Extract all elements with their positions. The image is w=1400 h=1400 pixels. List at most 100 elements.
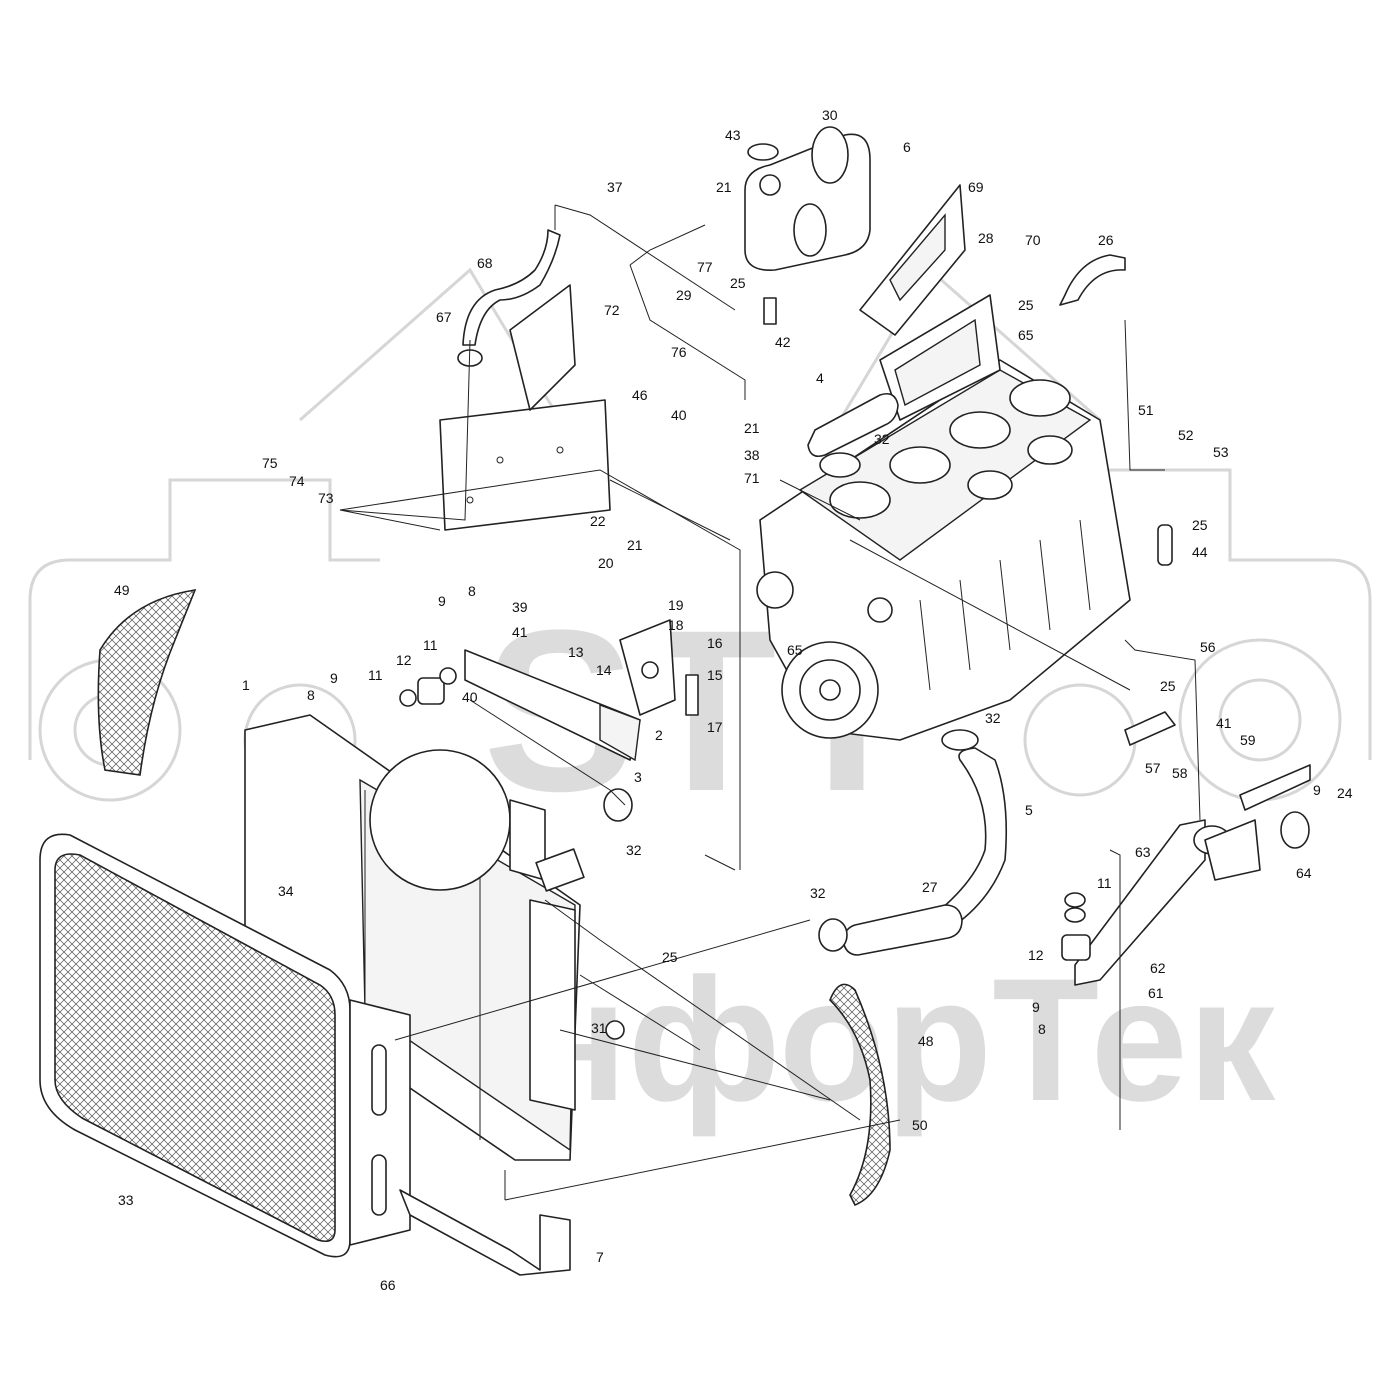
callout-57: 57	[1145, 760, 1161, 776]
callout-18: 18	[668, 617, 684, 633]
bypass-hose-26	[1059, 254, 1126, 306]
tank-outlet-spout	[763, 297, 777, 325]
callout-11: 11	[1097, 875, 1112, 891]
callout-5: 5	[1025, 802, 1033, 818]
engine-block	[756, 359, 1131, 741]
callout-65: 65	[1018, 327, 1034, 343]
callout-66: 66	[380, 1277, 396, 1293]
lower-hose-5	[939, 747, 1008, 926]
callout-7: 7	[596, 1249, 604, 1265]
callout-33: 33	[118, 1192, 134, 1208]
callout-21: 21	[744, 420, 760, 436]
callout-75: 75	[262, 455, 278, 471]
rubber-mount-lower	[1061, 892, 1091, 961]
callout-22: 22	[590, 513, 606, 529]
tank-cap-43	[747, 143, 779, 161]
callout-25: 25	[1192, 517, 1208, 533]
callout-41: 41	[512, 624, 528, 640]
callout-74: 74	[289, 473, 305, 489]
callout-40: 40	[671, 407, 687, 423]
washer-11	[399, 667, 457, 707]
hose-clamps-32	[603, 452, 979, 952]
radiator-fan-shroud	[369, 749, 585, 892]
callout-25: 25	[1018, 297, 1034, 313]
callout-37: 37	[607, 179, 623, 195]
callout-58: 58	[1172, 765, 1188, 781]
watermark-tractor-outline	[28, 267, 1372, 802]
expansion-tank-6	[744, 126, 871, 325]
callout-9: 9	[330, 670, 338, 686]
callout-50: 50	[912, 1117, 928, 1133]
callout-42: 42	[775, 334, 791, 350]
lower-support-bracket-7	[399, 1189, 571, 1276]
baffle-plate-left	[509, 284, 576, 411]
callout-48: 48	[918, 1033, 934, 1049]
callout-32: 32	[626, 842, 642, 858]
callout-40: 40	[462, 689, 478, 705]
callout-52: 52	[1178, 427, 1194, 443]
radiator-top-bracket-3	[464, 649, 641, 762]
callout-62: 62	[1150, 960, 1166, 976]
callout-9: 9	[1032, 999, 1040, 1015]
callout-20: 20	[598, 555, 614, 571]
callout-8: 8	[468, 583, 476, 599]
callout-56: 56	[1200, 639, 1216, 655]
callout-21: 21	[716, 179, 732, 195]
callout-76: 76	[671, 344, 687, 360]
callout-70: 70	[1025, 232, 1041, 248]
callout-44: 44	[1192, 544, 1208, 560]
radiator-side-tank	[529, 899, 576, 1111]
callout-8: 8	[1038, 1021, 1046, 1037]
callout-69: 69	[968, 179, 984, 195]
grille-side-bracket	[349, 999, 411, 1246]
callout-67: 67	[436, 309, 452, 325]
callout-6: 6	[903, 139, 911, 155]
callout-28: 28	[978, 230, 994, 246]
rubber-mount-12	[417, 677, 445, 705]
callout-25: 25	[730, 275, 746, 291]
callout-25: 25	[662, 949, 678, 965]
callout-63: 63	[1135, 844, 1151, 860]
engine-flywheel-pulley	[781, 641, 879, 739]
callout-51: 51	[1138, 402, 1154, 418]
upper-hose-4	[807, 392, 899, 458]
callout-32: 32	[810, 885, 826, 901]
callout-29: 29	[676, 287, 692, 303]
callout-17: 17	[707, 719, 723, 735]
callout-68: 68	[477, 255, 493, 271]
callout-14: 14	[596, 662, 612, 678]
callout-49: 49	[114, 582, 130, 598]
callout-4: 4	[816, 370, 824, 386]
callout-9: 9	[1313, 782, 1321, 798]
callout-26: 26	[1098, 232, 1114, 248]
callout-64: 64	[1296, 865, 1312, 881]
engine-cylinder-heads	[829, 379, 1073, 519]
callout-19: 19	[668, 597, 684, 613]
drain-plug-31	[605, 1020, 625, 1040]
tank-filler-neck	[759, 174, 781, 196]
callout-12: 12	[1028, 947, 1044, 963]
callout-46: 46	[632, 387, 648, 403]
rear-mount-plate-64	[1204, 764, 1311, 881]
side-screen-49	[97, 588, 197, 776]
engine-heat-shield-28	[859, 184, 966, 336]
callout-21: 21	[627, 537, 643, 553]
upper-baffle-panel	[439, 399, 611, 531]
callout-24: 24	[1337, 785, 1353, 801]
support-pin-17	[685, 674, 699, 716]
callout-25: 25	[1160, 678, 1176, 694]
callout-9: 9	[438, 593, 446, 609]
callout-59: 59	[1240, 732, 1256, 748]
callout-2: 2	[655, 727, 663, 743]
callout-27: 27	[922, 879, 938, 895]
callout-53: 53	[1213, 444, 1229, 460]
mounting-bracket-2	[619, 619, 676, 716]
callout-1: 1	[242, 677, 250, 693]
callout-72: 72	[604, 302, 620, 318]
callout-31: 31	[591, 1020, 607, 1036]
engine-water-pump	[756, 571, 794, 609]
callout-16: 16	[707, 635, 723, 651]
radiator-assembly-1	[244, 714, 585, 1161]
